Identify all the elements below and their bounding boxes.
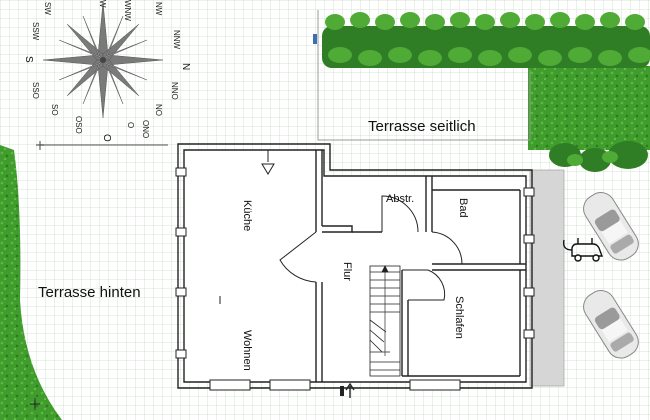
windows-left: [175, 167, 187, 359]
compass-sw: SW: [43, 2, 52, 15]
outer-wall: [177, 143, 533, 389]
compass-labels: N S O NNW NW WNW W SW SSW SSO SO OSO O N…: [23, 0, 191, 142]
compass-nw: NW: [154, 2, 163, 16]
compass-w-upper: W: [98, 0, 107, 8]
compass-nno: NNO: [170, 82, 179, 100]
windows-right: [523, 187, 535, 339]
label-hallway: Flur: [341, 262, 353, 281]
parking-strip: [529, 169, 565, 387]
compass-no: NO: [154, 104, 163, 116]
label-terrace-back: Terrasse hinten: [38, 284, 141, 301]
label-storage: Abstr.: [386, 193, 414, 205]
house: [175, 143, 535, 398]
staircase: [369, 265, 401, 377]
ev-charging-icon: [562, 238, 604, 262]
label-kitchen: Küche: [241, 200, 253, 231]
label-terrace-side: Terrasse seitlich: [368, 118, 476, 135]
label-living: Wohnen: [241, 330, 253, 371]
terrace-side-area: [317, 10, 531, 141]
compass-south: S: [23, 56, 34, 63]
compass-oso: OSO: [74, 116, 83, 134]
lawn-right: [528, 66, 650, 150]
compass-o-lower: O: [126, 122, 135, 128]
compass-nnw: NNW: [172, 30, 181, 50]
hedge-right: [549, 141, 648, 172]
label-bedroom: Schlafen: [453, 296, 465, 339]
lawn-left: [0, 145, 62, 420]
corner-marker: [30, 398, 40, 410]
fence-post: [313, 34, 317, 44]
windows-bottom: [209, 379, 461, 391]
doors: [279, 195, 463, 301]
compass-rose: [42, 1, 164, 119]
compass-east: O: [101, 134, 112, 142]
hedge-top: [322, 12, 650, 68]
car-icon-2: [583, 290, 639, 359]
compass-north: N: [180, 63, 191, 70]
interior-walls: [315, 150, 526, 382]
compass-ono: ONO: [141, 120, 150, 138]
entrance-arrow: [345, 382, 355, 398]
car-icon: [583, 192, 639, 261]
compass-so: SO: [50, 104, 59, 116]
compass-ssw: SSW: [31, 22, 40, 41]
label-bath: Bad: [457, 198, 469, 218]
compass-wnw: WNW: [123, 0, 132, 21]
compass-sso: SSO: [31, 82, 40, 99]
